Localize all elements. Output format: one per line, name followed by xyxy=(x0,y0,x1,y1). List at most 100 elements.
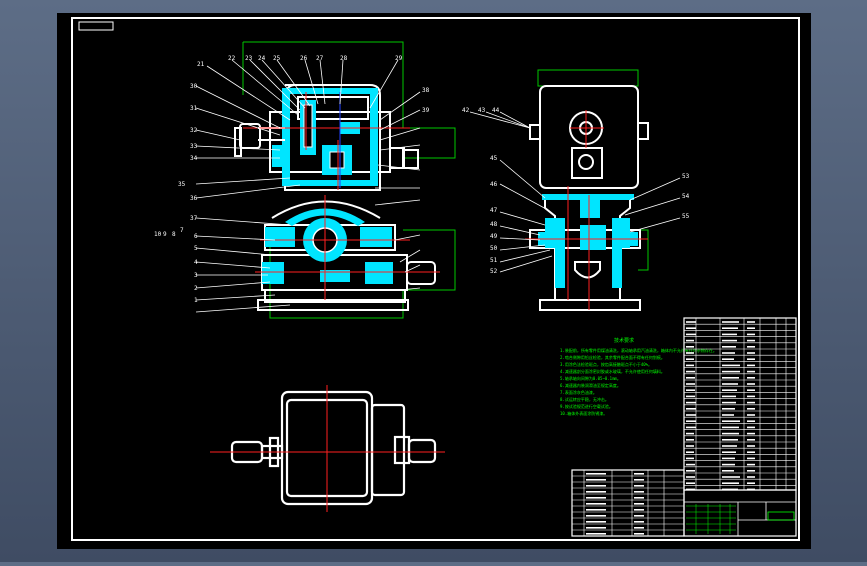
table-cell-text xyxy=(686,377,695,379)
top-view-side-cover xyxy=(370,403,406,497)
table-cell-text xyxy=(586,503,606,505)
technical-requirements: 技术要求 1.装配前，所有零件用煤油清洗，滚动轴承用汽油清洗，箱体内不允许有任何… xyxy=(560,337,717,416)
balloon: 49 xyxy=(490,233,498,240)
center-lines-left xyxy=(243,92,440,300)
table-cell-text xyxy=(722,358,734,360)
table-cell-text xyxy=(586,473,606,475)
balloon: 48 xyxy=(490,221,498,228)
table-cell-text xyxy=(747,457,755,460)
table-cell-text xyxy=(722,377,739,379)
table-cell-text xyxy=(722,395,736,398)
table-cell-text xyxy=(722,327,738,329)
table-cell-text xyxy=(722,426,739,429)
balloon: 54 xyxy=(682,193,690,200)
table-cell-text xyxy=(586,509,606,511)
table-cell-text xyxy=(747,389,755,391)
table-cell-text xyxy=(686,321,696,323)
table-cell-text xyxy=(722,364,740,367)
table-cell-text xyxy=(686,432,694,435)
note-line: 1.装配前，所有零件用煤油清洗，滚动轴承用汽油清洗，箱体内不允许有任何杂物存在。 xyxy=(560,347,717,353)
table-cell-text xyxy=(747,364,755,367)
balloon: 43 xyxy=(478,107,486,114)
balloon: 21 xyxy=(197,61,205,68)
balloon: 25 xyxy=(273,55,281,62)
balloon: 5 xyxy=(194,245,198,252)
table-cell-text xyxy=(722,346,736,348)
balloon: 47 xyxy=(490,207,498,214)
table-cell-text xyxy=(722,414,734,416)
balloon: 38 xyxy=(422,87,430,94)
table-cell-text xyxy=(686,426,696,429)
table-cell-text xyxy=(586,497,606,499)
table-cell-text xyxy=(747,432,755,435)
table-cell-text xyxy=(686,333,696,336)
note-line: 7.表面涂灰色油漆。 xyxy=(560,389,597,395)
balloon-labels-right: 42 43 44 45 46 47 48 49 50 51 52 53 54 5… xyxy=(462,107,690,275)
table-cell-text xyxy=(686,408,696,410)
table-cell-text xyxy=(686,327,696,329)
balloon: 55 xyxy=(682,213,690,220)
table-cell-text xyxy=(747,451,755,453)
balloon: 50 xyxy=(490,245,498,252)
balloon: 29 xyxy=(395,55,403,62)
balloon: 7 xyxy=(180,227,184,234)
table-cell-text xyxy=(586,533,606,535)
table-cell-text xyxy=(747,463,755,466)
lower-shaft-bore xyxy=(329,151,345,169)
table-cell-text xyxy=(634,503,644,505)
table-cell-text xyxy=(747,321,755,323)
note-line: 10.箱体外表面涂防锈漆。 xyxy=(560,410,607,416)
center-lines-right xyxy=(525,110,648,310)
leader-lines-right xyxy=(469,111,681,273)
table-cell-text xyxy=(686,358,694,360)
table-cell-text xyxy=(747,482,755,484)
table-cell-text xyxy=(634,473,644,475)
table-cell-text xyxy=(686,395,695,398)
balloon: 6 xyxy=(194,233,198,240)
title-stamp xyxy=(767,511,795,521)
table-cell-text xyxy=(747,420,755,422)
balloon: 42 xyxy=(462,107,470,114)
table-cell-text xyxy=(747,408,755,410)
table-cell-text xyxy=(686,339,694,342)
table-cell-text xyxy=(686,482,695,484)
balloon: 46 xyxy=(490,181,498,188)
balloon: 45 xyxy=(490,155,498,162)
table-cell-text xyxy=(686,389,695,391)
table-cell-text xyxy=(634,497,644,499)
balloon: 1 xyxy=(194,297,198,304)
balloon: 3 xyxy=(194,272,198,279)
table-cell-text xyxy=(722,476,740,478)
table-cell-text xyxy=(747,470,755,472)
lower-parts-table xyxy=(571,469,685,537)
table-cell-text xyxy=(634,509,644,511)
table-cell-text xyxy=(747,426,755,429)
table-cell-text xyxy=(722,408,735,410)
balloon: 35 xyxy=(178,181,186,188)
balloon: 33 xyxy=(190,143,198,150)
note-line: 8.试运转应平稳，无冲击。 xyxy=(560,396,609,402)
balloon: 39 xyxy=(422,107,430,114)
title-block xyxy=(683,489,797,537)
table-cell-text xyxy=(586,527,606,529)
table-cell-text xyxy=(634,515,644,517)
table-cell-text xyxy=(722,482,739,484)
balloon: 8 xyxy=(172,231,176,238)
side-view-right: 42 43 44 45 46 47 48 49 50 51 52 53 54 5… xyxy=(462,69,690,311)
balloon: 26 xyxy=(300,55,308,62)
table-cell-text xyxy=(686,451,694,453)
balloon: 23 xyxy=(245,55,253,62)
table-cell-text xyxy=(747,439,755,441)
note-line: 6.减速器内装润滑油至规定高度。 xyxy=(560,382,621,388)
table-cell-text xyxy=(722,389,737,391)
table-cell-text xyxy=(686,445,694,447)
table-cell-text xyxy=(747,377,755,379)
corner-label-box xyxy=(78,21,114,31)
balloon: 28 xyxy=(340,55,348,62)
balloon: 53 xyxy=(682,173,690,180)
table-cell-text xyxy=(634,485,644,487)
note-line: 3.用涂色法检验斑点，按齿高接触斑点不小于40%。 xyxy=(560,361,652,367)
table-cell-text xyxy=(634,533,644,535)
table-cell-text xyxy=(722,333,737,336)
